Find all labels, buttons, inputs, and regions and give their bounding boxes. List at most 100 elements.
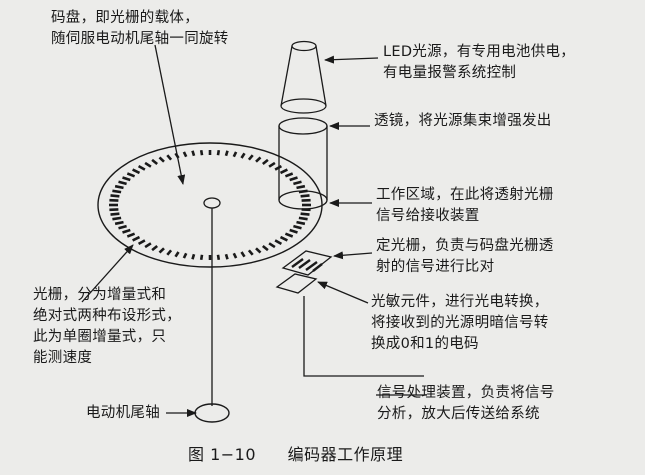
grating-slot xyxy=(122,228,131,234)
grating-slot xyxy=(284,232,294,238)
grating-slot xyxy=(289,176,298,182)
grating-slot xyxy=(289,228,298,234)
grating-slot xyxy=(118,180,127,186)
label-code-disk-line: 随伺服电动机尾轴一同旋转 xyxy=(51,31,229,47)
grating-slot xyxy=(158,156,165,163)
grating-slot xyxy=(261,244,269,252)
lens-top xyxy=(278,117,328,135)
led-base xyxy=(280,98,327,114)
label-fixed-grating-line: 定光栅，负责与码盘光栅透 xyxy=(376,238,554,254)
led-top xyxy=(291,40,317,52)
disk-hub xyxy=(203,197,221,209)
label-signal-proc: 信号处理装置，负责将信号 分析，放大后传送给系统 xyxy=(377,383,555,425)
label-led: LED光源，有专用电池供电， 有电量报警系统控制 xyxy=(383,42,575,84)
label-fixed-grating-line: 射的信号进行比对 xyxy=(376,259,495,275)
grating-slot xyxy=(224,150,229,157)
grating-slot xyxy=(182,151,188,158)
arrow-grating-type xyxy=(81,244,134,303)
grating-slot xyxy=(279,168,288,175)
disk-outer-edge xyxy=(97,142,323,268)
grating-slot xyxy=(255,156,262,163)
signal-wire xyxy=(303,296,424,377)
grating-slot xyxy=(268,161,276,168)
grating-slot xyxy=(247,249,254,256)
grating-slot xyxy=(274,164,283,171)
grating-slot xyxy=(166,249,173,256)
grating-slot xyxy=(216,149,221,156)
grating-slot xyxy=(240,152,246,159)
label-grating-type-line: 此为单圈增量式，只 xyxy=(33,329,167,345)
led-light-source xyxy=(280,40,327,114)
grating-slot xyxy=(191,150,196,157)
grating-slot xyxy=(274,239,283,246)
label-work-area-line: 信号给接收装置 xyxy=(376,208,480,224)
grating-slot xyxy=(296,184,306,190)
lens-cylinder xyxy=(278,117,328,210)
grating-slot xyxy=(293,224,302,230)
label-grating-type-line: 能测速度 xyxy=(33,350,93,366)
grating-slot xyxy=(300,194,310,198)
grating-slot xyxy=(132,235,141,242)
grating-slot xyxy=(261,158,269,166)
label-led-line: LED光源，有专用电池供电， xyxy=(383,44,576,60)
label-photo-element-line: 将接收到的光源明暗信号转 xyxy=(371,315,549,331)
grating-slot xyxy=(110,212,120,216)
disk-grating-ring xyxy=(109,149,311,261)
grating-slot xyxy=(158,247,165,254)
label-lens-line: 透镜，将光源集束增强发出 xyxy=(374,113,552,129)
photo-element xyxy=(275,273,318,294)
grating-slot xyxy=(151,158,159,166)
grating-slot xyxy=(132,168,141,175)
grating-slot xyxy=(255,247,262,254)
label-grating-type: 光栅，分为增量式和 绝对式两种布设形式， 此为单圈增量式，只 能测速度 xyxy=(33,285,181,369)
grating-slot xyxy=(151,244,159,252)
grating-slot xyxy=(122,176,131,182)
grating-slot xyxy=(114,184,124,190)
grating-slot xyxy=(232,151,238,158)
grating-slot xyxy=(298,216,308,221)
label-photo-element-line: 换成0和1的电码 xyxy=(371,336,479,352)
label-motor-shaft: 电动机尾轴 xyxy=(86,403,160,424)
label-led-line: 有电量报警系统控制 xyxy=(383,65,517,81)
label-work-area: 工作区域，在此将透射光栅 信号给接收装置 xyxy=(376,185,554,227)
grating-slot xyxy=(137,164,146,171)
label-signal-proc-line: 分析，放大后传送给系统 xyxy=(377,406,540,422)
pointer-arrows xyxy=(81,44,427,417)
figure-title: 编码器工作原理 xyxy=(287,445,404,464)
grating-slot xyxy=(112,216,122,221)
fixed-grating-slits xyxy=(291,258,323,272)
code-disk xyxy=(97,142,323,268)
label-grating-type-line: 光栅，分为增量式和 xyxy=(33,287,167,303)
label-grating-type-line: 绝对式两种布设形式， xyxy=(33,308,181,324)
label-signal-proc-line: 信号处理装置，负责将信号 xyxy=(377,385,555,401)
grating-slot xyxy=(182,252,188,259)
label-code-disk-line: 码盘，即光栅的载体， xyxy=(51,10,199,26)
grating-slot xyxy=(110,194,120,198)
figure-caption: 图 1−10 编码器工作原理 xyxy=(188,441,403,465)
grating-slot xyxy=(216,254,221,261)
grating-slot xyxy=(114,220,124,226)
fixed-grating-plate xyxy=(281,250,333,276)
figure-number: 图 1−10 xyxy=(188,445,257,464)
led-cone xyxy=(280,45,327,107)
label-code-disk: 码盘，即光栅的载体， 随伺服电动机尾轴一同旋转 xyxy=(51,8,229,50)
arrow-fixed-grating xyxy=(333,251,373,260)
grating-slot xyxy=(144,242,152,249)
label-photo-element: 光敏元件，进行光电转换， 将接收到的光源明暗信号转 换成0和1的电码 xyxy=(371,292,549,355)
grating-slot xyxy=(279,235,288,242)
grating-slot xyxy=(126,232,136,238)
grating-slot xyxy=(112,189,122,194)
arrow-code-disk xyxy=(154,44,186,185)
grating-slot xyxy=(144,161,152,168)
label-motor-shaft-line: 电动机尾轴 xyxy=(86,405,160,421)
grating-slot xyxy=(224,253,229,260)
grating-slot xyxy=(174,251,180,258)
grating-slot xyxy=(240,251,246,258)
grating-slot xyxy=(199,254,204,261)
grating-slot xyxy=(284,172,294,178)
photo-element-plate xyxy=(275,273,318,294)
grating-slot xyxy=(199,149,204,156)
grating-slot xyxy=(247,154,254,161)
